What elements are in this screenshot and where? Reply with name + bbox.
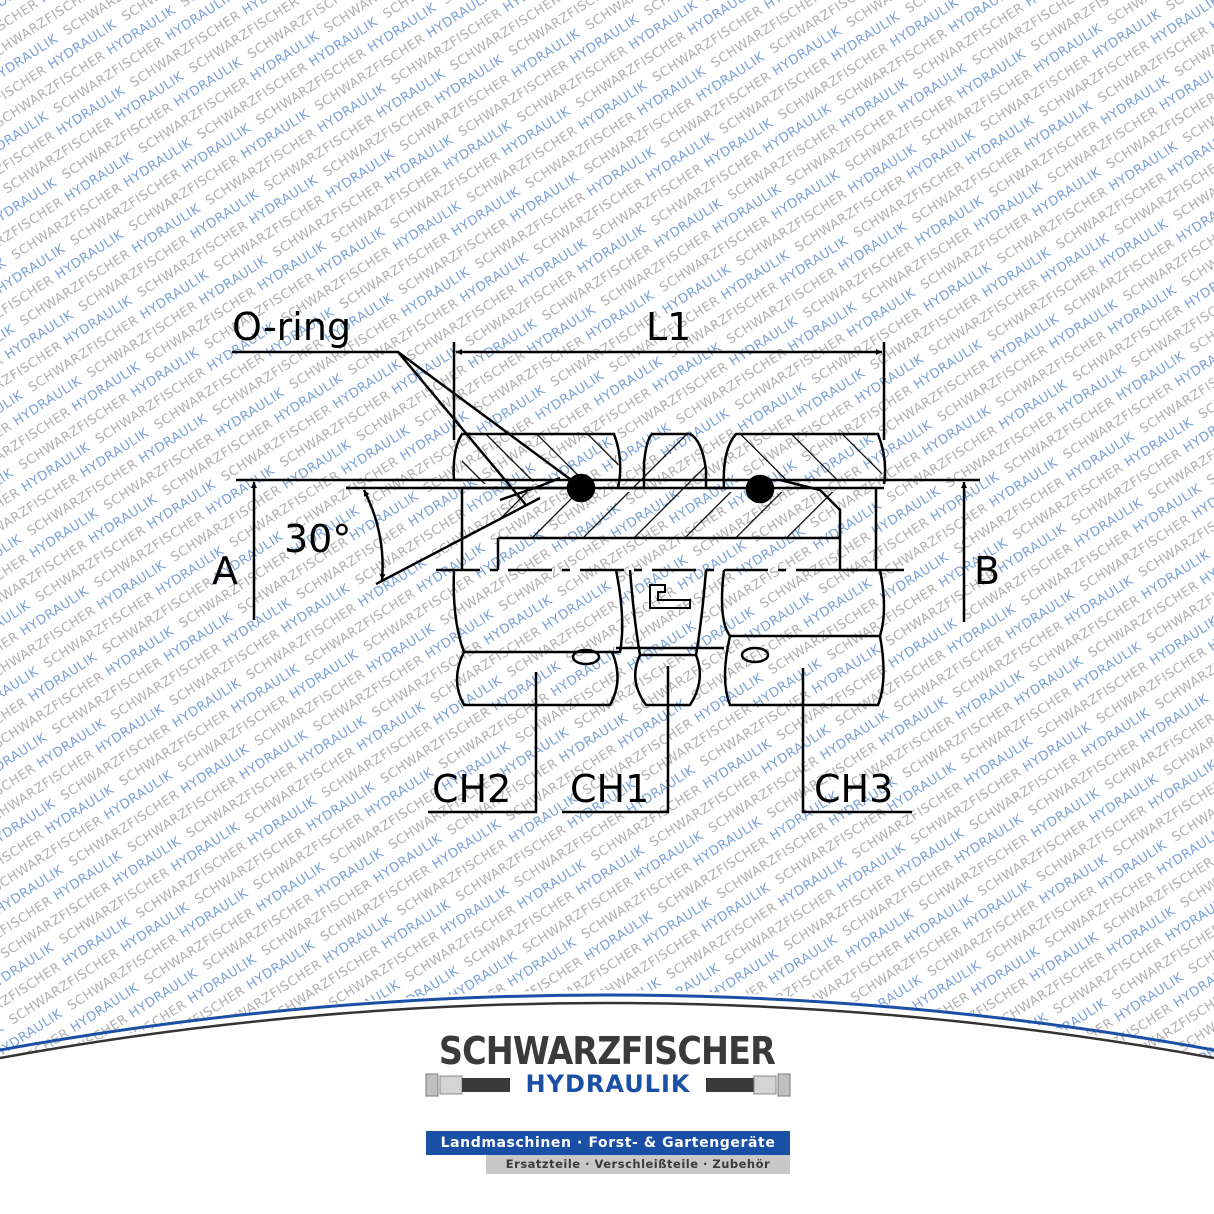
drawing-labels: O-ring L1 30° A B CH2 CH1 CH3 <box>212 305 1000 811</box>
brand-logo: SCHWARZFISCHER <box>0 1030 1214 1072</box>
fitting-outline <box>232 342 980 814</box>
oring-label: O-ring <box>232 305 351 349</box>
footer-arc <box>0 990 1214 1214</box>
ch3-label: CH3 <box>814 767 893 811</box>
dimension-b-label: B <box>974 549 1000 593</box>
ch2-label: CH2 <box>432 767 511 811</box>
tagline-secondary: Ersatzteile · Verschleißteile · Zubehör <box>486 1155 790 1174</box>
brand-sub: HYDRAULIK <box>525 1070 691 1098</box>
ch1-label: CH1 <box>570 767 649 811</box>
length-l1-label: L1 <box>646 305 691 349</box>
angle-label: 30° <box>284 517 351 561</box>
dimension-a-label: A <box>212 549 238 593</box>
tagline-primary: Landmaschinen · Forst- & Gartengeräte <box>426 1131 790 1155</box>
brand-name: SCHWARZFISCHER <box>438 1029 776 1073</box>
hose-graphic <box>425 1073 791 1097</box>
